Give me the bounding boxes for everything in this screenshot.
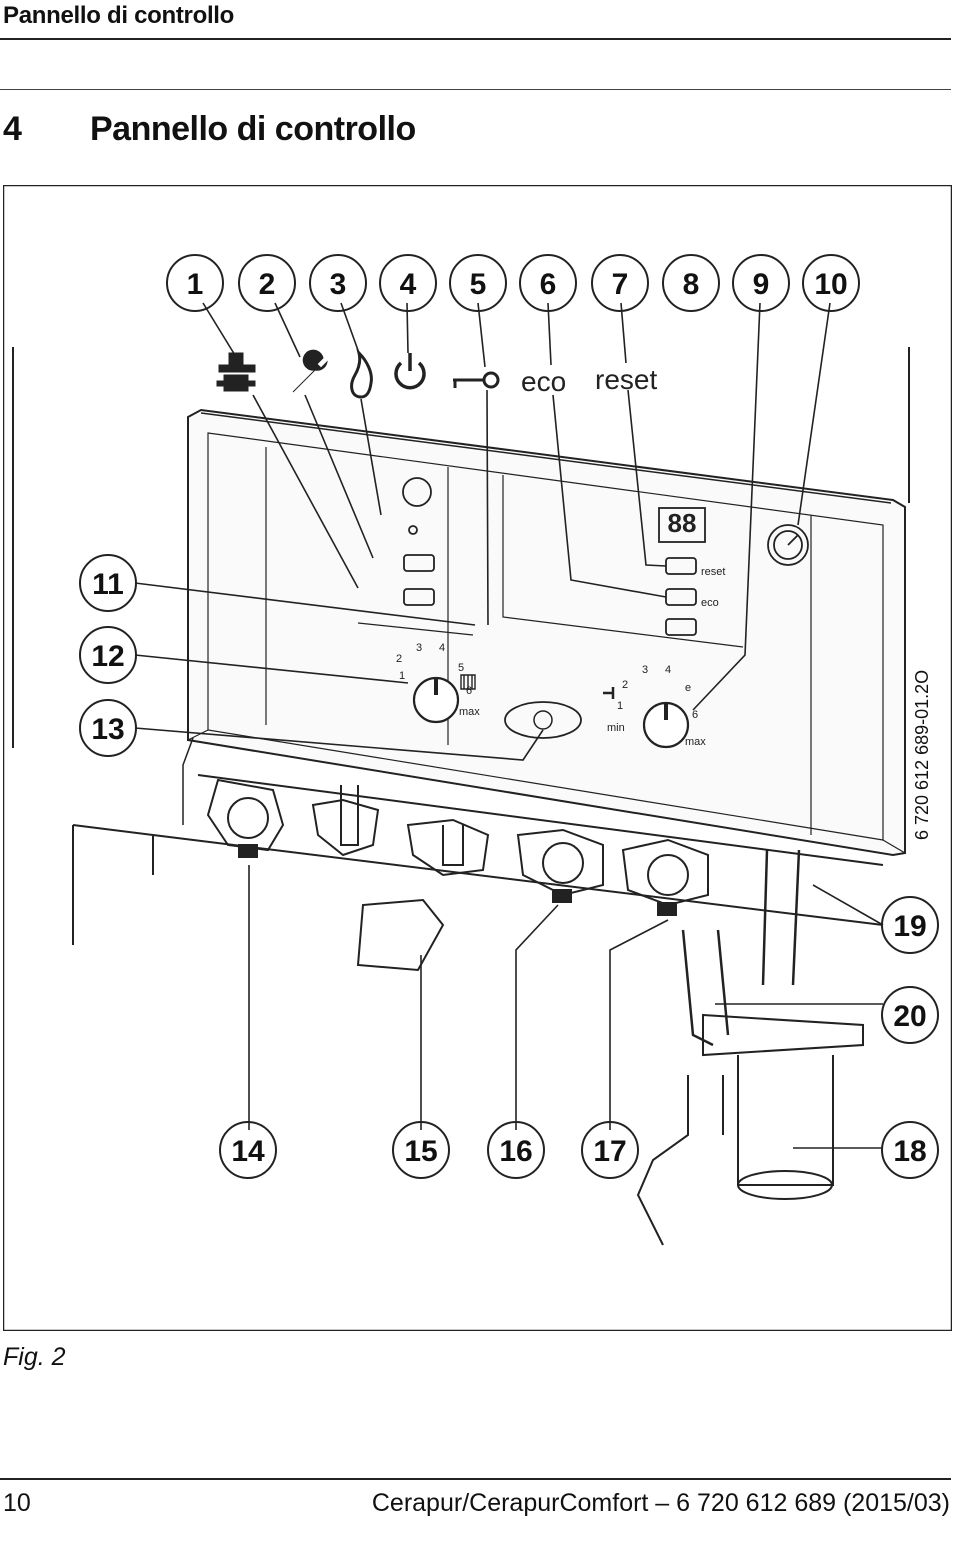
- callout-7: [591, 254, 649, 312]
- callout-3-label: 3: [330, 268, 347, 301]
- reset-button-label: reset: [701, 566, 725, 578]
- callouts: [79, 254, 939, 1179]
- callout-9: [732, 254, 790, 312]
- water-knob-max: max: [685, 736, 706, 748]
- water-knob-min: min: [607, 722, 625, 734]
- power-icon: [394, 353, 426, 390]
- burner-led: [408, 525, 418, 535]
- callout-14: [219, 1121, 277, 1179]
- heating-knob-scale-5: 5: [458, 662, 464, 674]
- footer-rule: [0, 1478, 951, 1480]
- callout-2-label: 2: [259, 268, 276, 301]
- callout-15-label: 15: [404, 1135, 437, 1168]
- water-knob-scale-2: 2: [622, 679, 628, 691]
- pipe-connections: [72, 774, 884, 1246]
- heating-knob-scale-1: 1: [399, 670, 405, 682]
- callout-5: [449, 254, 507, 312]
- wrench-icon: [292, 349, 328, 393]
- callout-14-label: 14: [231, 1135, 265, 1168]
- section-number: 4: [3, 110, 22, 148]
- callout-10: [802, 254, 860, 312]
- reset-legend-text: reset: [595, 364, 657, 395]
- page-number: 10: [3, 1489, 31, 1517]
- control-panel-figure: 88 reset eco 1 2 3 4 5 6 max 1 2 3 4 e 6…: [3, 185, 952, 1331]
- callout-3: [309, 254, 367, 312]
- callout-12-label: 12: [91, 640, 124, 673]
- callout-13-label: 13: [91, 713, 124, 746]
- heating-knob-scale-4: 4: [439, 642, 445, 654]
- eco-button-label: eco: [701, 597, 719, 609]
- callout-17-label: 17: [593, 1135, 626, 1168]
- callout-13: [79, 699, 137, 757]
- callout-8: [662, 254, 720, 312]
- callout-16: [487, 1121, 545, 1179]
- callout-17: [581, 1121, 639, 1179]
- callout-11: [79, 554, 137, 612]
- tap-icon: [603, 687, 615, 699]
- callout-2: [238, 254, 296, 312]
- heating-knob-scale-3: 3: [416, 642, 422, 654]
- filling-tap: [356, 898, 445, 972]
- power-button: [402, 477, 432, 507]
- callout-4-label: 4: [400, 268, 417, 301]
- heating-knob-scale-6: 6: [466, 685, 472, 697]
- callout-20-label: 20: [893, 1000, 926, 1033]
- callout-11-label: 11: [92, 568, 124, 601]
- callout-numbers: 1 2 3 4 5 6 7 8 9 10 11 12 13 19 20 18 1…: [91, 268, 926, 1168]
- callout-19-label: 19: [893, 910, 926, 943]
- chimney-sweep-button: [403, 588, 435, 606]
- footer-document-title: Cerapur/CerapurComfort – 6 720 612 689 (…: [371, 1489, 950, 1517]
- water-knob-scale-4: 4: [665, 664, 671, 676]
- header-rule: [0, 38, 951, 40]
- legend-symbols: eco reset: [216, 348, 657, 399]
- callout-18: [881, 1121, 939, 1179]
- panel-controls: [402, 477, 809, 749]
- callout-1-label: 1: [187, 268, 204, 301]
- diagnosis-port: [504, 701, 582, 739]
- callout-16-label: 16: [499, 1135, 532, 1168]
- running-header: Pannello di controllo: [3, 2, 235, 29]
- radiator-icon: [460, 674, 476, 690]
- display-digits: 88: [668, 508, 697, 538]
- callout-8-label: 8: [683, 268, 700, 301]
- section-rule: [0, 89, 951, 90]
- section-title: Pannello di controllo: [90, 110, 416, 148]
- water-knob-scale-5: e: [685, 682, 691, 694]
- callout-19: [881, 896, 939, 954]
- callout-6-label: 6: [540, 268, 557, 301]
- callout-15: [392, 1121, 450, 1179]
- service-button: [403, 554, 435, 572]
- callout-7-label: 7: [612, 268, 629, 301]
- callout-9-label: 9: [753, 268, 770, 301]
- panel-labels: 88 reset eco 1 2 3 4 5 6 max 1 2 3 4 e 6…: [396, 508, 725, 748]
- pressure-gauge: [767, 524, 809, 566]
- water-knob-scale-1: 1: [617, 700, 623, 712]
- callout-12: [79, 626, 137, 684]
- heating-knob-scale-2: 2: [396, 653, 402, 665]
- water-knob-scale-3: 3: [642, 664, 648, 676]
- callout-20: [881, 986, 939, 1044]
- heating-knob-max: max: [459, 706, 480, 718]
- eco-legend-text: eco: [521, 366, 566, 397]
- figure-caption: Fig. 2: [3, 1343, 66, 1371]
- chimney-sweep-icon: [216, 352, 256, 392]
- display-box: [658, 507, 706, 543]
- drawing-code: 6 720 612 689-01.2O: [912, 670, 932, 840]
- key-icon: [453, 371, 500, 389]
- callout-1: [166, 254, 224, 312]
- callout-18-label: 18: [893, 1135, 926, 1168]
- callout-4: [379, 254, 437, 312]
- leader-lines: [134, 302, 884, 1149]
- callout-10-label: 10: [814, 268, 847, 301]
- callout-5-label: 5: [470, 268, 487, 301]
- callout-6: [519, 254, 577, 312]
- water-knob-scale-6: 6: [692, 709, 698, 721]
- key-button: [665, 618, 697, 636]
